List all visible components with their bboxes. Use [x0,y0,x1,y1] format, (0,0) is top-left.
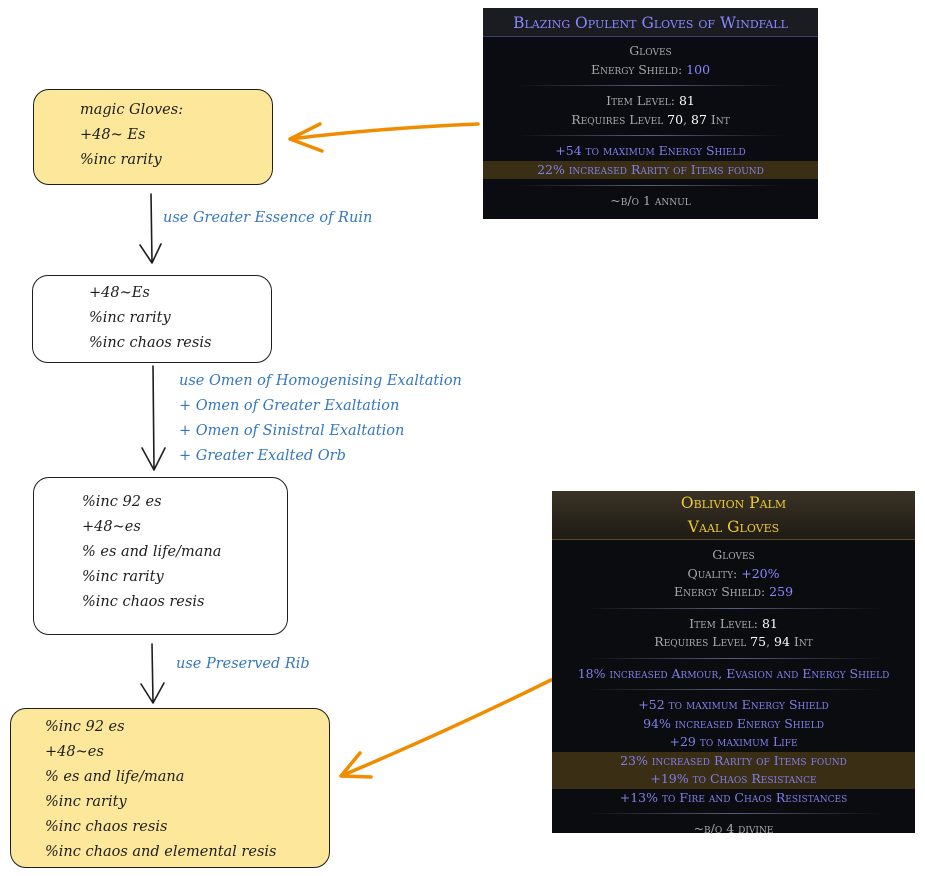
item-base-type: Vaal Gloves [687,518,780,536]
step-note-omens: use Omen of Homogenising Exaltation + Om… [179,369,462,469]
separator [586,813,881,814]
item-name: Blazing Opulent Gloves of Windfall [483,8,818,37]
box-line: %inc chaos resis [82,594,205,610]
separator [586,689,881,690]
item-base: Gloves [629,43,672,58]
separator [517,135,784,136]
item-implicit-mod: 18% increased Armour, Evasion and Energy… [577,665,890,681]
separator [517,185,784,186]
separator [586,657,881,659]
box-line: % es and life/mana [45,769,185,785]
note-line: + Greater Exalted Orb [179,448,346,464]
box-line: +48~es [45,744,104,760]
box-line: %inc chaos resis [45,819,168,835]
item-level: Item Level: 81 [689,615,778,631]
orange-arrow-magic [288,122,480,153]
item-header: Oblivion Palm Vaal Gloves [552,491,915,540]
box-line: magic Gloves: [80,102,184,118]
separator [517,85,784,86]
note-line: + Omen of Sinistral Exaltation [179,423,405,439]
note-line: use Omen of Homogenising Exaltation [179,373,462,389]
item-requirements: Requires Level 75, 94 Int [654,634,813,649]
step-note-essence: use Greater Essence of Ruin [163,206,372,231]
step-box-magic-gloves: magic Gloves: +48~ Es %inc rarity [33,89,273,185]
box-line: %inc rarity [82,569,164,585]
box-line: %inc rarity [89,310,171,326]
note-line: use Greater Essence of Ruin [163,210,373,226]
item-price-note: ~b/o 1 annul [610,193,691,208]
item-mod: +52 to maximum Energy Shield [638,697,829,712]
item-mod: +13% to Fire and Chaos Resistances [619,789,848,805]
flow-arrow-1 [139,193,162,264]
item-mod-highlighted: +19% to Chaos Resistance [552,770,915,789]
box-line: %inc chaos resis [89,335,212,351]
box-line: +48~Es [89,285,150,301]
item-requirements: Requires Level 70, 87 Int [571,111,730,127]
item-level: Item Level: 81 [606,93,695,108]
item-energy-shield: Energy Shield: 259 [673,584,794,599]
item-tooltip-magic-gloves: Blazing Opulent Gloves of Windfall Glove… [483,8,818,219]
item-mod-highlighted: 23% increased Rarity of Items found [552,751,915,770]
flow-arrow-2 [141,365,166,471]
note-line: use Preserved Rib [176,656,310,672]
item-energy-shield: Energy Shield: 100 [590,61,711,77]
item-quality: Quality: +20% [687,565,780,581]
note-line: + Omen of Greater Exaltation [179,398,400,414]
box-line: % es and life/mana [82,544,222,560]
orange-arrow-unique [339,678,553,779]
box-line: +48~es [82,519,141,535]
box-line: +48~ Es [80,127,146,143]
item-mod: +29 to maximum Life [669,734,798,749]
item-name: Oblivion Palm [680,494,787,512]
item-price-note: ~b/o 4 divine [693,821,774,836]
item-mod: 94% increased Energy Shield [643,715,824,731]
box-line: %inc chaos and elemental resis [45,844,277,860]
item-mod: +54 to maximum Energy Shield [555,143,746,158]
box-line: %inc 92 es [45,719,125,735]
separator [586,607,881,609]
flow-arrow-3 [140,643,165,704]
item-base: Gloves [712,547,755,562]
step-note-rib: use Preserved Rib [176,652,310,677]
step-box-after-essence: +48~Es %inc rarity %inc chaos resis [32,275,272,363]
item-tooltip-unique-gloves: Oblivion Palm Vaal Gloves Gloves Quality… [552,491,915,836]
box-line: %inc 92 es [82,494,162,510]
box-line: %inc rarity [45,794,127,810]
step-box-after-exalt: %inc 92 es +48~es % es and life/mana %in… [33,477,288,635]
box-line: %inc rarity [80,152,162,168]
item-mod-highlighted: 22% increased Rarity of Items found [483,160,818,179]
step-box-final: %inc 92 es +48~es % es and life/mana %in… [10,708,330,868]
